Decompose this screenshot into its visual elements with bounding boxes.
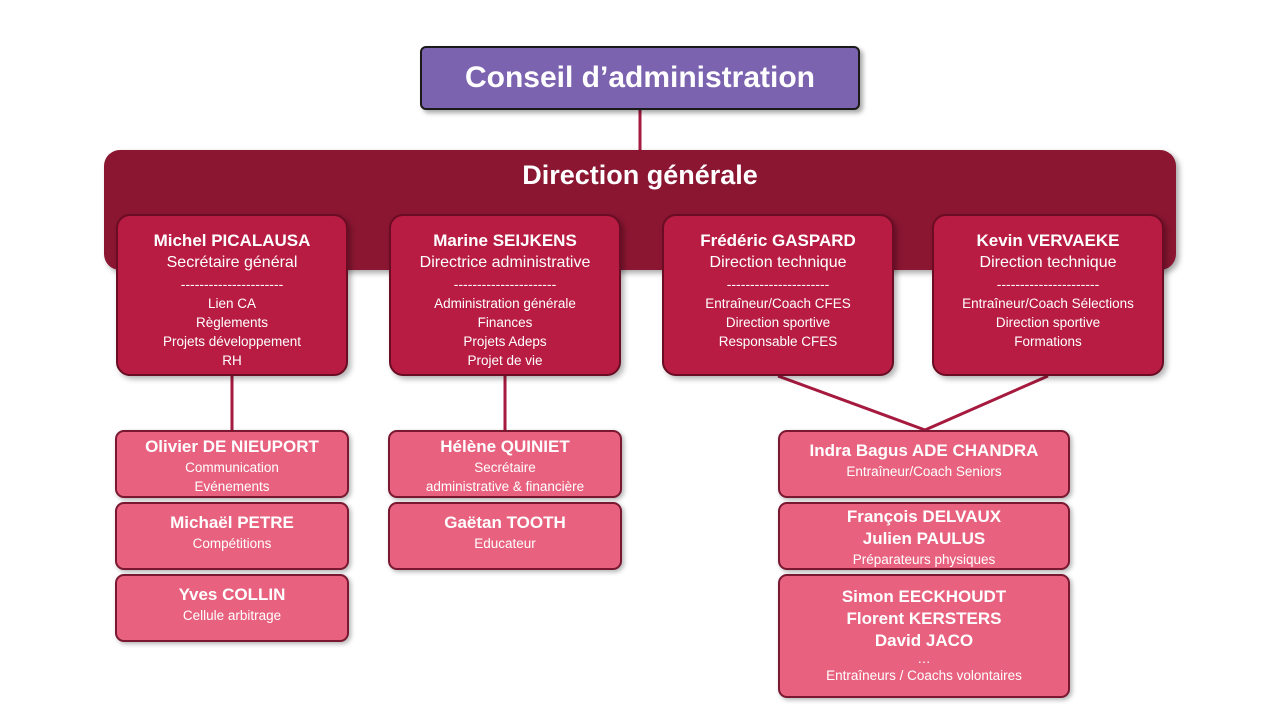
director-name: Marine SEIJKENS	[433, 231, 577, 250]
director-separator: ----------------------	[996, 276, 1100, 292]
director-responsibility: Lien CA	[207, 296, 257, 311]
staff-box-collin: Yves COLLIN Cellule arbitrage	[115, 574, 349, 642]
director-box-gaspard: Frédéric GASPARD Direction technique ---…	[662, 214, 894, 376]
staff-name: Yves COLLIN	[178, 585, 286, 604]
staff-name: Hélène QUINIET	[440, 437, 570, 456]
staff-role: administrative & financière	[425, 479, 585, 494]
staff-box-preparateurs: François DELVAUX Julien PAULUS Préparate…	[778, 502, 1070, 570]
staff-role: Préparateurs physiques	[852, 552, 996, 567]
director-responsibility: Responsable CFES	[718, 334, 838, 349]
director-responsibility: Direction sportive	[995, 315, 1101, 330]
staff-box-petre: Michaël PETRE Compétitions	[115, 502, 349, 570]
staff-name: Florent KERSTERS	[846, 609, 1002, 628]
staff-role: Entraîneurs / Coachs volontaires	[826, 668, 1022, 683]
staff-name: Olivier DE NIEUPORT	[145, 437, 319, 456]
staff-name: Indra Bagus ADE CHANDRA	[809, 441, 1039, 460]
staff-role: Secrétaire	[474, 460, 536, 475]
director-responsibility: Formations	[1014, 334, 1082, 349]
staff-box-quiniet: Hélène QUINIET Secrétaire administrative…	[388, 430, 622, 498]
staff-role: Entraîneur/Coach Seniors	[846, 464, 1002, 479]
staff-name: Michaël PETRE	[170, 513, 294, 532]
staff-box-tooth: Gaëtan TOOTH Educateur	[388, 502, 622, 570]
connector-vervaeke-technique	[924, 374, 1049, 432]
director-name: Kevin VERVAEKE	[976, 231, 1120, 250]
director-responsibility: Entraîneur/Coach Sélections	[962, 296, 1134, 311]
staff-role: Evénements	[194, 479, 270, 494]
staff-ellipsis: …	[917, 651, 931, 666]
director-responsibility: Projets Adeps	[463, 334, 547, 349]
conseil-title: Conseil d’administration	[464, 61, 816, 94]
staff-name: Simon EECKHOUDT	[841, 587, 1007, 606]
staff-box-de-nieuport: Olivier DE NIEUPORT Communication Evénem…	[115, 430, 349, 498]
director-responsibility: Règlements	[195, 315, 269, 330]
staff-role: Compétitions	[192, 536, 272, 551]
director-responsibility: Projet de vie	[467, 353, 543, 368]
director-separator: ----------------------	[453, 276, 557, 292]
director-responsibility: Finances	[477, 315, 533, 330]
staff-name: David JACO	[874, 631, 974, 650]
connector-gaspard-technique	[777, 374, 926, 432]
staff-role: Communication	[185, 460, 279, 475]
staff-name: François DELVAUX	[846, 507, 1002, 526]
director-responsibility: Direction sportive	[725, 315, 831, 330]
director-separator: ----------------------	[726, 276, 830, 292]
staff-role: Cellule arbitrage	[182, 608, 282, 623]
staff-box-ade-chandra: Indra Bagus ADE CHANDRA Entraîneur/Coach…	[778, 430, 1070, 498]
director-responsibility: Projets développement	[162, 334, 302, 349]
director-box-seijkens: Marine SEIJKENS Directrice administrativ…	[389, 214, 621, 376]
director-name: Frédéric GASPARD	[700, 231, 856, 250]
director-title: Directrice administrative	[419, 254, 591, 271]
director-title: Direction technique	[709, 254, 847, 271]
staff-name: Gaëtan TOOTH	[444, 513, 566, 532]
director-box-picalausa: Michel PICALAUSA Secrétaire général ----…	[116, 214, 348, 376]
direction-generale-title: Direction générale	[522, 160, 758, 190]
conseil-administration-box: Conseil d’administration	[420, 46, 860, 110]
staff-box-volontaires: Simon EECKHOUDT Florent KERSTERS David J…	[778, 574, 1070, 698]
director-box-vervaeke: Kevin VERVAEKE Direction technique -----…	[932, 214, 1164, 376]
director-separator: ----------------------	[180, 276, 284, 292]
director-responsibility: Administration générale	[434, 296, 576, 311]
director-name: Michel PICALAUSA	[153, 231, 311, 250]
director-title: Direction technique	[979, 254, 1117, 271]
director-responsibility: Entraîneur/Coach CFES	[705, 296, 851, 311]
staff-role: Educateur	[474, 536, 536, 551]
director-responsibility: RH	[222, 353, 242, 368]
staff-name: Julien PAULUS	[862, 529, 986, 548]
director-title: Secrétaire général	[166, 254, 298, 271]
